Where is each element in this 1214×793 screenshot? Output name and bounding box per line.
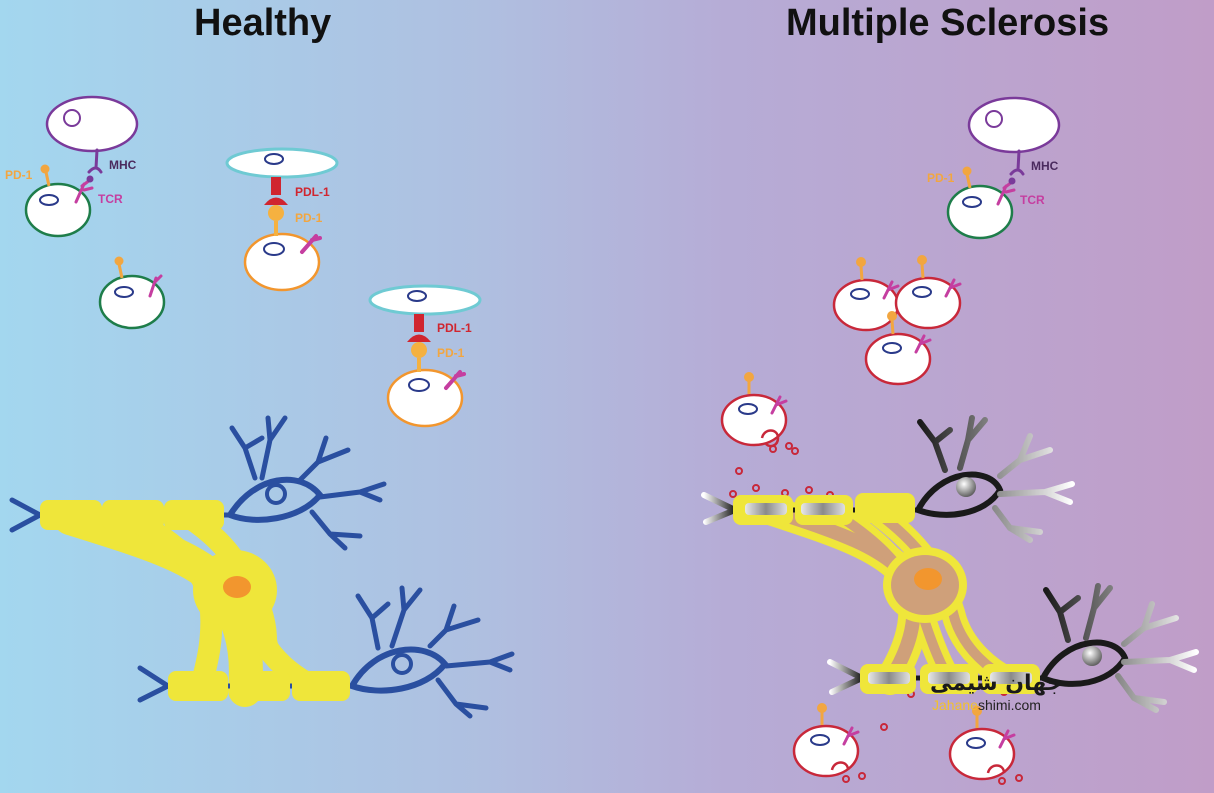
watermark-site-prefix: Jahane <box>932 697 978 713</box>
ms-title: Multiple Sclerosis <box>786 2 1110 44</box>
tcr-label-healthy: TCR <box>98 192 123 206</box>
apc-cell-ms <box>967 96 1061 154</box>
pdl1-cell-healthy-2 <box>368 284 482 342</box>
mhc-label-healthy: MHC <box>109 158 137 172</box>
mhc-label-ms: MHC <box>1031 159 1059 173</box>
mhc-receptor-healthy <box>87 148 103 174</box>
healthy-title: Healthy <box>194 2 332 44</box>
pd1-label-ms: PD-1 <box>927 171 955 185</box>
watermark-logo: جهان شیمی <box>930 671 1063 696</box>
attacking-t-cell-ms-1 <box>720 372 788 448</box>
mhc-receptor-ms <box>1009 149 1025 176</box>
neuron-ms-upper <box>701 415 1075 543</box>
pd1-label-healthy-1: PD-1 <box>5 168 33 182</box>
pd1-label-healthy-2: PD-1 <box>295 211 323 225</box>
oligodendrocyte-nucleus-ms <box>914 568 942 590</box>
pdl1-cell-healthy-1 <box>225 147 339 205</box>
apc-cell-healthy <box>45 95 139 153</box>
watermark-logo-text: جهان شیمی <box>930 671 1063 696</box>
watermark-site-rest: shimi.com <box>977 697 1041 713</box>
neuron-healthy-lower <box>137 585 515 719</box>
pd1-label-healthy-3: PD-1 <box>437 346 465 360</box>
oligodendrocyte-healthy <box>53 501 331 707</box>
oligodendrocyte-nucleus-healthy <box>223 576 251 598</box>
neuron-ms-lower <box>827 583 1199 713</box>
regulatory-t-cell-healthy-2 <box>386 342 466 428</box>
attacking-t-cell-ms-2 <box>792 703 860 778</box>
tcr-label-ms: TCR <box>1020 193 1045 207</box>
oligodendrocyte-ms <box>755 495 1022 695</box>
watermark-site: Jahaneshimi.com <box>932 697 1041 713</box>
activated-t-cell-ms-2 <box>894 255 962 330</box>
activated-t-cell-ms-3 <box>864 311 932 386</box>
t-cell-ms-1 <box>946 166 1016 240</box>
attacking-t-cell-ms-3 <box>948 706 1016 781</box>
regulatory-t-cell-healthy-1 <box>243 205 322 292</box>
neuron-healthy-upper <box>9 415 387 551</box>
t-cell-healthy-1 <box>24 164 94 238</box>
t-cell-healthy-2 <box>98 256 166 330</box>
pdl1-label-healthy-2: PDL-1 <box>437 321 472 335</box>
pdl1-label-healthy-1: PDL-1 <box>295 185 330 199</box>
